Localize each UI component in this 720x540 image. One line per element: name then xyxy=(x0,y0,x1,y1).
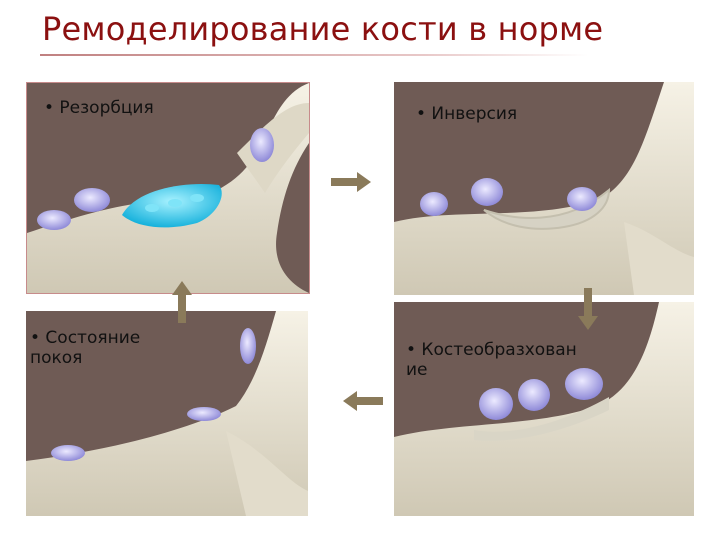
cell xyxy=(420,192,448,216)
lining-cell xyxy=(37,210,71,230)
inversion-illustration xyxy=(394,82,694,295)
title-underline xyxy=(40,54,588,56)
lining-cell xyxy=(51,445,85,461)
arrow-right xyxy=(331,172,371,192)
bone-trabecula xyxy=(394,82,694,295)
rest-illustration xyxy=(26,311,308,516)
panel-formation xyxy=(394,302,694,516)
lining-cell xyxy=(187,407,221,421)
bone-trabecula xyxy=(27,83,309,293)
cell xyxy=(471,178,503,206)
arrow-left xyxy=(343,391,383,411)
label-rest: • Состояние покоя xyxy=(30,328,141,368)
resorption-illustration xyxy=(27,83,309,293)
arrow-up xyxy=(172,281,192,323)
formation-illustration xyxy=(394,302,694,516)
panel-rest xyxy=(26,311,308,516)
page-title: Ремоделирование кости в норме xyxy=(42,10,604,48)
lining-cell xyxy=(74,188,110,212)
label-inversion: • Инверсия xyxy=(416,104,518,124)
lining-cell xyxy=(250,128,274,162)
arrow-down xyxy=(578,288,598,330)
panel-inversion xyxy=(394,82,694,295)
osteoblast xyxy=(565,368,603,400)
cell xyxy=(567,187,597,211)
osteoblast xyxy=(479,388,513,420)
resorption-cavity xyxy=(483,187,611,230)
panel-resorption xyxy=(26,82,310,294)
lining-cell xyxy=(240,328,256,364)
label-resorption: • Резорбция xyxy=(44,98,154,118)
osteoblast xyxy=(518,379,550,411)
bone-trabecula xyxy=(394,302,694,516)
osteoid-layer xyxy=(474,397,609,441)
bone-branch xyxy=(624,222,694,295)
bone-branch xyxy=(226,431,308,516)
label-formation: • Костеобразхован ие xyxy=(406,340,577,380)
